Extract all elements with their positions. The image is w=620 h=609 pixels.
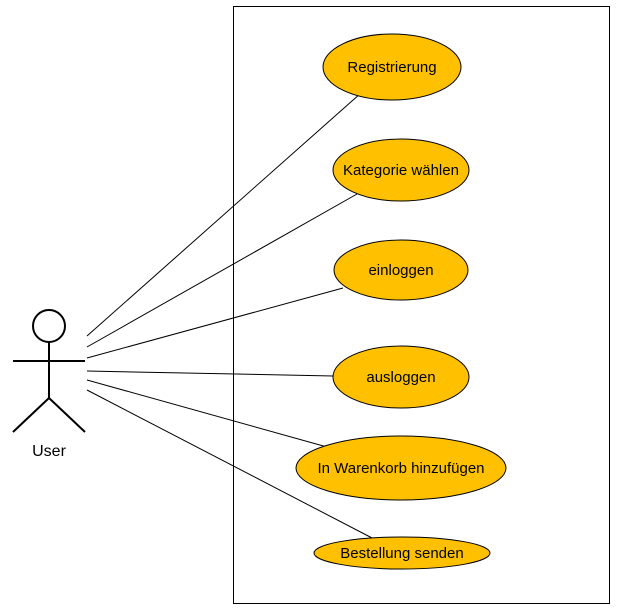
use-case-ellipse — [332, 345, 470, 409]
use-case-ellipse — [332, 138, 470, 202]
use-case-ellipse — [322, 33, 462, 101]
actor-head — [32, 309, 66, 343]
actor-user: User — [12, 309, 86, 460]
association-line-ausloggen — [86, 370, 334, 377]
use-case-label: ausloggen — [366, 369, 435, 386]
association-line-in-warenkorb-hinzufuegen — [86, 379, 328, 448]
association-line-bestellung-senden — [86, 389, 375, 540]
actor-label: User — [32, 443, 66, 460]
association-line-einloggen — [86, 287, 344, 359]
actor-right-leg — [48, 397, 86, 433]
use-case-bestellung-senden: Bestellung senden — [313, 536, 491, 570]
association-line-kategorie-waehlen — [86, 193, 358, 348]
use-case-ausloggen: ausloggen — [332, 345, 470, 409]
use-case-label: Bestellung senden — [340, 545, 463, 562]
use-case-registrierung: Registrierung — [322, 33, 462, 101]
use-case-label: einloggen — [368, 262, 433, 279]
use-case-einloggen: einloggen — [333, 239, 469, 301]
use-case-label: In Warenkorb hinzufügen — [317, 460, 484, 477]
association-line-registrierung — [86, 92, 362, 337]
system-boundary — [233, 6, 610, 604]
actor-left-leg — [12, 397, 50, 433]
use-case-ellipse — [333, 239, 469, 301]
associations — [86, 92, 375, 540]
use-case-ellipse — [295, 435, 507, 501]
use-case-ellipse — [313, 536, 491, 570]
use-case-label: Kategorie wählen — [343, 162, 459, 179]
use-case-kategorie-waehlen: Kategorie wählen — [332, 138, 470, 202]
use-case-label: Registrierung — [347, 59, 436, 76]
use-case-in-warenkorb-hinzufuegen: In Warenkorb hinzufügen — [295, 435, 507, 501]
